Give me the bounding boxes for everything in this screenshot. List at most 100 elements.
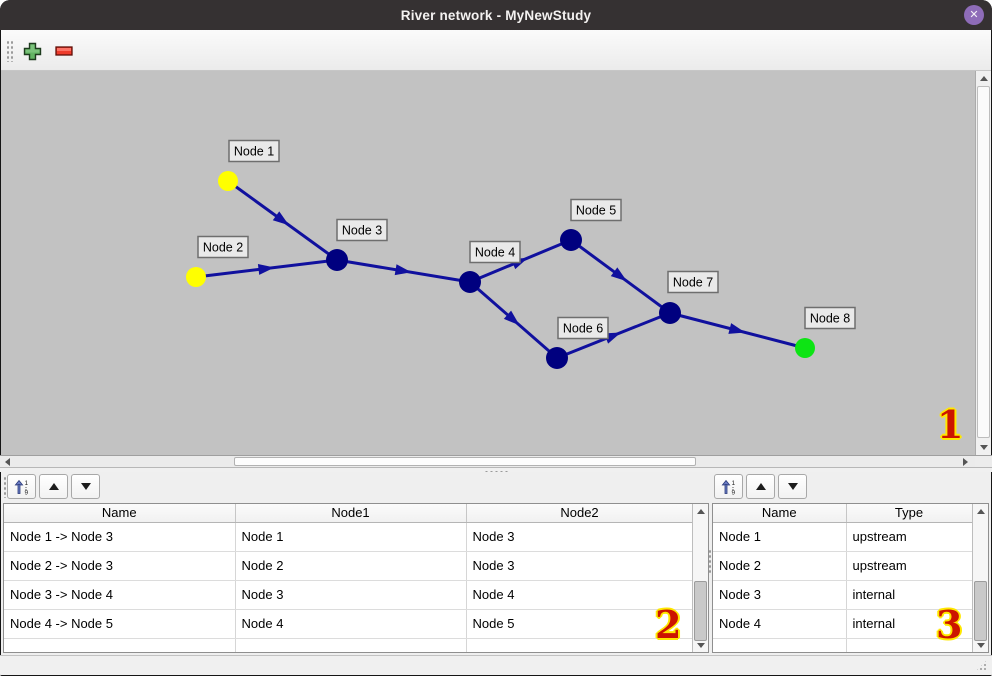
table-cell[interactable]: Node 4 (713, 609, 847, 639)
node-label-text: Node 7 (673, 276, 713, 290)
nodes-move-down-button[interactable] (778, 474, 807, 499)
links-move-down-button[interactable] (71, 474, 100, 499)
table-cell[interactable]: Node 4 (235, 609, 467, 639)
nodes-sort-button[interactable]: 1 9 (714, 474, 743, 499)
table-cell[interactable]: Node 1 (235, 522, 467, 552)
network-node-node-4[interactable] (459, 271, 481, 293)
scroll-down-arrow[interactable] (693, 638, 708, 652)
links-toolbar-drag-handle[interactable] (3, 476, 8, 498)
vertical-scroll-thumb[interactable] (977, 86, 990, 438)
network-edge-node-5-to-node-7[interactable] (570, 238, 671, 315)
table-cell[interactable]: Node 1 (713, 522, 847, 552)
node-label-box-node-6[interactable] (557, 316, 609, 340)
close-button[interactable]: ✕ (964, 5, 984, 25)
scroll-up-arrow[interactable] (977, 72, 991, 85)
table-cell[interactable] (235, 638, 467, 652)
node-label-box-node-3[interactable] (336, 218, 388, 242)
node-label-box-node-7[interactable] (667, 270, 719, 294)
sort-ascending-icon: 1 9 (721, 479, 735, 495)
canvas-vertical-scrollbar[interactable] (975, 71, 991, 455)
table-cell[interactable]: Node 3 (713, 580, 847, 610)
network-edge-node-2-to-node-3[interactable] (195, 258, 338, 279)
column-header-name[interactable]: Name (4, 504, 236, 523)
links-sort-button[interactable]: 1 9 (7, 474, 36, 499)
table-cell[interactable]: internal (846, 609, 973, 639)
table-cell[interactable]: Node 3 (466, 522, 694, 552)
table-cell[interactable]: Node 2 (235, 551, 467, 581)
nodes-move-up-button[interactable] (746, 474, 775, 499)
horizontal-scroll-thumb[interactable] (234, 457, 696, 466)
scroll-right-arrow[interactable] (959, 457, 971, 467)
toolbar-drag-handle[interactable] (6, 40, 14, 62)
title-bar[interactable]: River network - MyNewStudy ✕ (0, 0, 992, 30)
node-label-box-node-8[interactable] (804, 306, 856, 330)
links-table-scrollbar[interactable] (692, 504, 708, 652)
table-cell[interactable]: Node 2 (713, 551, 847, 581)
scroll-up-arrow[interactable] (973, 504, 988, 518)
table-cell[interactable] (466, 638, 694, 652)
scroll-down-arrow[interactable] (977, 441, 991, 454)
network-edge-node-3-to-node-4[interactable] (336, 258, 471, 284)
table-cell[interactable]: Node 4 -> Node 5 (4, 609, 236, 639)
network-node-node-6[interactable] (546, 347, 568, 369)
network-edge-node-7-to-node-8[interactable] (669, 311, 806, 350)
network-edge-node-1-to-node-3[interactable] (227, 179, 338, 262)
column-header-type[interactable]: Type (846, 504, 973, 523)
column-header-node2[interactable]: Node2 (466, 504, 694, 523)
node-label-box-node-5[interactable] (570, 198, 622, 222)
network-node-node-7[interactable] (659, 302, 681, 324)
resize-grip[interactable] (975, 659, 988, 672)
network-edge-node-4-to-node-6[interactable] (469, 280, 558, 360)
table-row[interactable] (713, 638, 973, 652)
table-cell[interactable] (4, 638, 236, 652)
scroll-left-arrow[interactable] (1, 457, 13, 467)
nodes-table-scrollbar[interactable] (972, 504, 988, 652)
remove-button[interactable] (51, 38, 77, 64)
table-cell[interactable]: Node 5 (466, 609, 694, 639)
table-cell[interactable]: Node 1 -> Node 3 (4, 522, 236, 552)
network-node-node-1[interactable] (218, 171, 238, 191)
table-cell[interactable]: Node 2 -> Node 3 (4, 551, 236, 581)
links-move-up-button[interactable] (39, 474, 68, 499)
table-row[interactable] (4, 638, 694, 652)
vertical-scroll-thumb[interactable] (974, 581, 987, 641)
network-node-node-2[interactable] (186, 267, 206, 287)
table-cell[interactable] (713, 638, 847, 652)
vertical-scroll-thumb[interactable] (694, 581, 707, 641)
network-node-node-5[interactable] (560, 229, 582, 251)
node-label-box-node-1[interactable] (228, 139, 280, 163)
node-label-box-node-2[interactable] (197, 235, 249, 259)
table-cell[interactable]: Node 3 (235, 580, 467, 610)
table-cell[interactable]: internal (846, 580, 973, 610)
network-node-node-8[interactable] (795, 338, 815, 358)
table-cell[interactable]: upstream (846, 551, 973, 581)
plus-icon (23, 42, 41, 60)
column-header-node1[interactable]: Node1 (235, 504, 467, 523)
canvas-horizontal-scrollbar[interactable] (0, 455, 975, 467)
column-header-name[interactable]: Name (713, 504, 847, 523)
scroll-down-arrow[interactable] (973, 638, 988, 652)
table-cell[interactable]: Node 3 (466, 551, 694, 581)
scroll-up-arrow[interactable] (693, 504, 708, 518)
network-node-node-3[interactable] (326, 249, 348, 271)
table-cell[interactable]: Node 4 (466, 580, 694, 610)
table-cell[interactable]: Node 3 -> Node 4 (4, 580, 236, 610)
add-button[interactable] (19, 38, 45, 64)
edge-arrow-icon (728, 323, 746, 334)
node-label-box-node-4[interactable] (469, 240, 521, 264)
table-cell[interactable]: upstream (846, 522, 973, 552)
vertical-splitter[interactable] (708, 549, 712, 575)
table-cell[interactable] (846, 638, 973, 652)
horizontal-splitter[interactable] (0, 467, 992, 473)
